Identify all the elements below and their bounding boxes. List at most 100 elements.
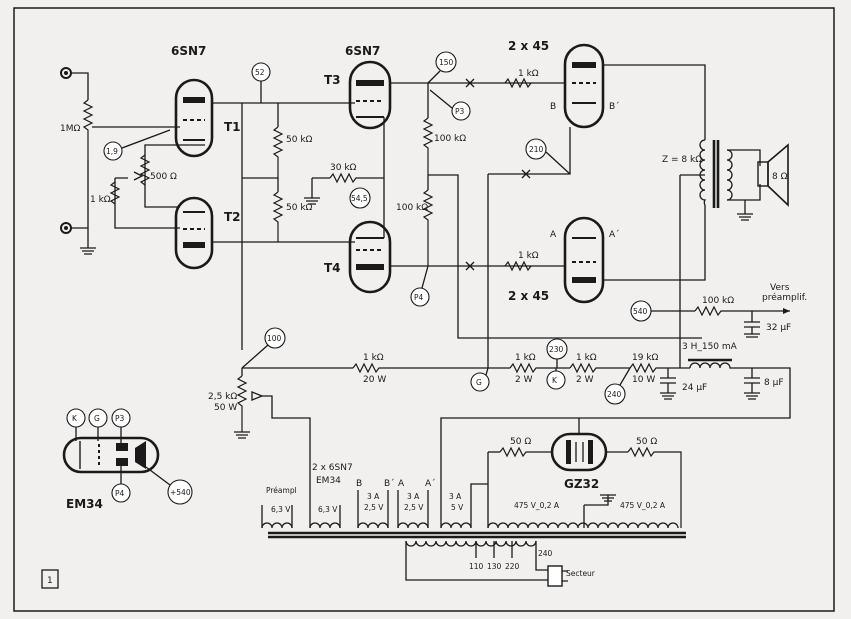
w50-label: 50 W xyxy=(214,403,237,413)
preampli-label: préamplif. xyxy=(762,292,807,303)
r-100k-a-label: 100 kΩ xyxy=(434,134,466,144)
node-k-label: K xyxy=(552,376,558,385)
w2b-label: 2 W xyxy=(576,375,594,385)
pot-25k-label: 2,5 kΩ xyxy=(208,392,237,402)
v63a-label: 6,3 V xyxy=(271,505,291,514)
node-p3-badge xyxy=(451,101,471,121)
em-g-label: G xyxy=(94,414,100,423)
choke-label: 3 H_150 mA xyxy=(682,342,738,352)
gz32-label: GZ32 xyxy=(564,477,599,491)
preampl-label: Préampl xyxy=(266,486,297,495)
r-100k-b-label: 100 kΩ xyxy=(396,203,428,213)
v-240-label: 240 xyxy=(607,390,622,399)
tube-t1 xyxy=(174,78,214,158)
tube-out-top xyxy=(563,43,605,129)
voltage-badge-150 xyxy=(435,51,457,73)
em-k-label: K xyxy=(72,414,78,423)
r-1k-gtop-label: 1 kΩ xyxy=(518,69,539,79)
input-jacks xyxy=(60,67,180,255)
a-label: A xyxy=(398,479,405,489)
grid-b-label: B xyxy=(550,102,556,112)
grid-a-label: A xyxy=(550,230,557,240)
rectifier-gz32-icon xyxy=(550,432,608,472)
em34-label: EM34 xyxy=(66,497,103,511)
r-50-left-label: 50 Ω xyxy=(510,437,531,447)
v-52-label: 52 xyxy=(255,68,265,77)
t4-label: T4 xyxy=(324,261,341,275)
v-1-9-label: 1,9 xyxy=(106,147,118,156)
t1-label: T1 xyxy=(224,120,241,134)
em-p3-label: P3 xyxy=(115,414,125,423)
node-p3-label: P3 xyxy=(455,107,465,116)
v-230-label: 230 xyxy=(549,345,564,354)
em-p4-label: P4 xyxy=(115,489,125,498)
v-150-label: 150 xyxy=(439,58,454,67)
tube-t4 xyxy=(348,220,392,294)
voltage-badge-100 xyxy=(264,327,286,349)
power-plug-icon xyxy=(547,565,568,587)
a3a-label: 3 A xyxy=(367,492,380,501)
c-32-label: 32 µF xyxy=(766,323,791,333)
v-540-label: 540 xyxy=(633,307,648,316)
tap-240-label: 240 xyxy=(538,549,553,558)
tap-110-label: 110 xyxy=(469,562,484,571)
speaker-icon xyxy=(727,143,789,221)
r-50k-a-label: 50 kΩ xyxy=(286,135,313,145)
r-500-label: 500 Ω xyxy=(150,172,177,182)
r-1k-gbot-label: 1 kΩ xyxy=(518,251,539,261)
r-100k-pre-label: 100 kΩ xyxy=(702,296,734,306)
tube-t3 xyxy=(348,60,392,130)
node-p4-label: P4 xyxy=(414,293,424,302)
z-load-label: Z = 8 kΩ xyxy=(662,155,702,165)
secteur-label: Secteur xyxy=(566,569,596,578)
r-30k-label: 30 kΩ xyxy=(330,163,357,173)
out-top-label: 2 x 45 xyxy=(508,39,549,53)
r-19k-label: 19 kΩ xyxy=(632,353,659,363)
v5-label: 5 V xyxy=(451,503,464,512)
c-8-label: 8 µF xyxy=(764,378,784,388)
a3c-label: 3 A xyxy=(449,492,462,501)
w20-label: 20 W xyxy=(363,375,386,385)
hv1-label: 475 V_0,2 A xyxy=(514,501,560,510)
r-50k-b-label: 50 kΩ xyxy=(286,203,313,213)
tube-t2 xyxy=(174,196,214,270)
grid-bp-label: B´ xyxy=(609,101,620,112)
r-1k-2w-a-label: 1 kΩ xyxy=(515,353,536,363)
v25a-label: 2,5 V xyxy=(364,503,384,512)
em34-indicator-icon xyxy=(62,436,160,474)
ap-label: A´ xyxy=(425,478,436,489)
tap-130-label: 130 xyxy=(487,562,502,571)
frame xyxy=(13,7,835,612)
voltage-badge-1-9 xyxy=(103,141,123,161)
power-transformer xyxy=(261,483,686,581)
v-100-label: 100 xyxy=(267,334,282,343)
figure-number-label: 1 xyxy=(47,576,53,586)
v63b-label: 6,3 V xyxy=(318,505,338,514)
t1-type-label: 6SN7 xyxy=(171,44,206,58)
v-54-5-label: 54,5 xyxy=(351,194,368,203)
em-plus540-label: +540 xyxy=(170,488,191,497)
v25b-label: 2,5 V xyxy=(404,503,424,512)
r-1k-2w-b-label: 1 kΩ xyxy=(576,353,597,363)
hv2-label: 475 V_0,2 A xyxy=(620,501,666,510)
out-bottom-label: 2 x 45 xyxy=(508,289,549,303)
tap-220-label: 220 xyxy=(505,562,520,571)
voltage-badge-240 xyxy=(604,383,626,405)
w2a-label: 2 W xyxy=(515,375,533,385)
r-1k-cathode-label: 1 kΩ xyxy=(90,195,111,205)
v-210-label: 210 xyxy=(529,145,544,154)
heat-title2-label: EM34 xyxy=(316,476,341,486)
node-g-badge xyxy=(470,372,490,392)
t2-label: T2 xyxy=(224,210,241,224)
c-24-label: 24 µF xyxy=(682,383,707,393)
tube-out-bottom xyxy=(563,216,605,304)
node-p4-badge xyxy=(410,287,430,307)
speaker-impedance-label: 8 Ω xyxy=(772,172,788,182)
voltage-badge-54-5 xyxy=(349,187,371,209)
vers-label: Vers xyxy=(770,283,790,293)
heat-title1-label: 2 x 6SN7 xyxy=(312,463,353,473)
w10-label: 10 W xyxy=(632,375,655,385)
r-50-right-label: 50 Ω xyxy=(636,437,657,447)
bp-label: B´ xyxy=(384,478,395,489)
